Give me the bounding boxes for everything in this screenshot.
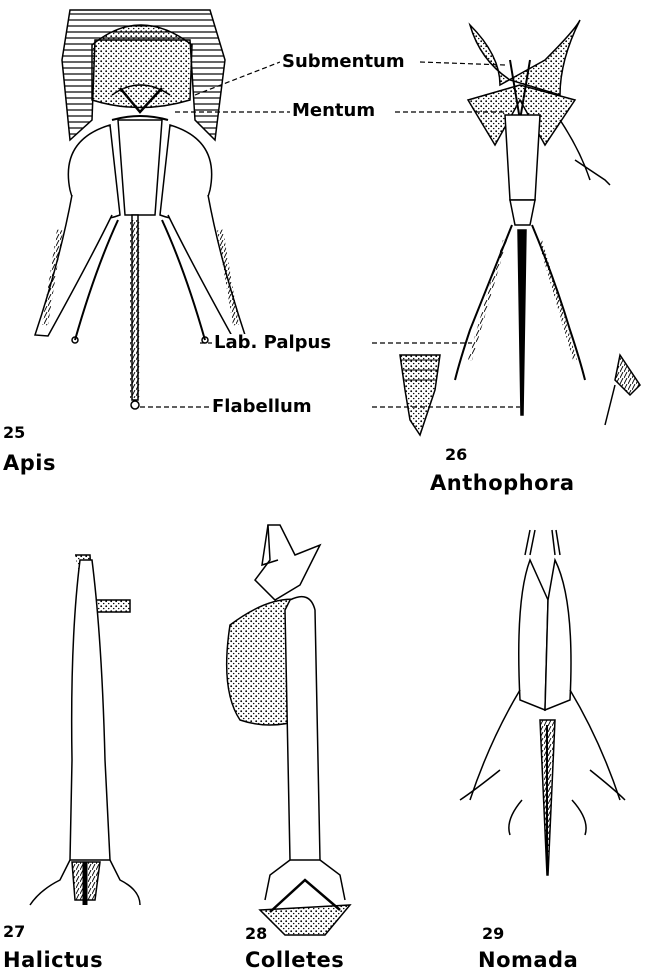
mentum-label: Mentum (290, 102, 377, 120)
lab-palpus-label: Lab. Palpus (212, 334, 333, 352)
figure-29-number: 29 (482, 926, 504, 942)
fig-29-nomada-drawing (460, 530, 625, 875)
fig-26-anthophora-drawing (400, 20, 640, 435)
figure-26-genus: Anthophora (430, 473, 575, 494)
figure-27-genus: Halictus (3, 950, 103, 971)
figure-26-number: 26 (445, 447, 467, 463)
flabellum-label: Flabellum (210, 398, 314, 416)
fig-28-colletes-drawing (227, 525, 350, 935)
submentum-label: Submentum (280, 53, 407, 71)
fig-27-halictus-drawing (30, 555, 140, 905)
figure-29-genus: Nomada (478, 950, 578, 971)
figure-27-number: 27 (3, 924, 25, 940)
figure-28-number: 28 (245, 926, 267, 942)
figure-25-number: 25 (3, 425, 25, 441)
figure-28-genus: Colletes (245, 950, 344, 971)
figure-25-genus: Apis (3, 453, 56, 474)
